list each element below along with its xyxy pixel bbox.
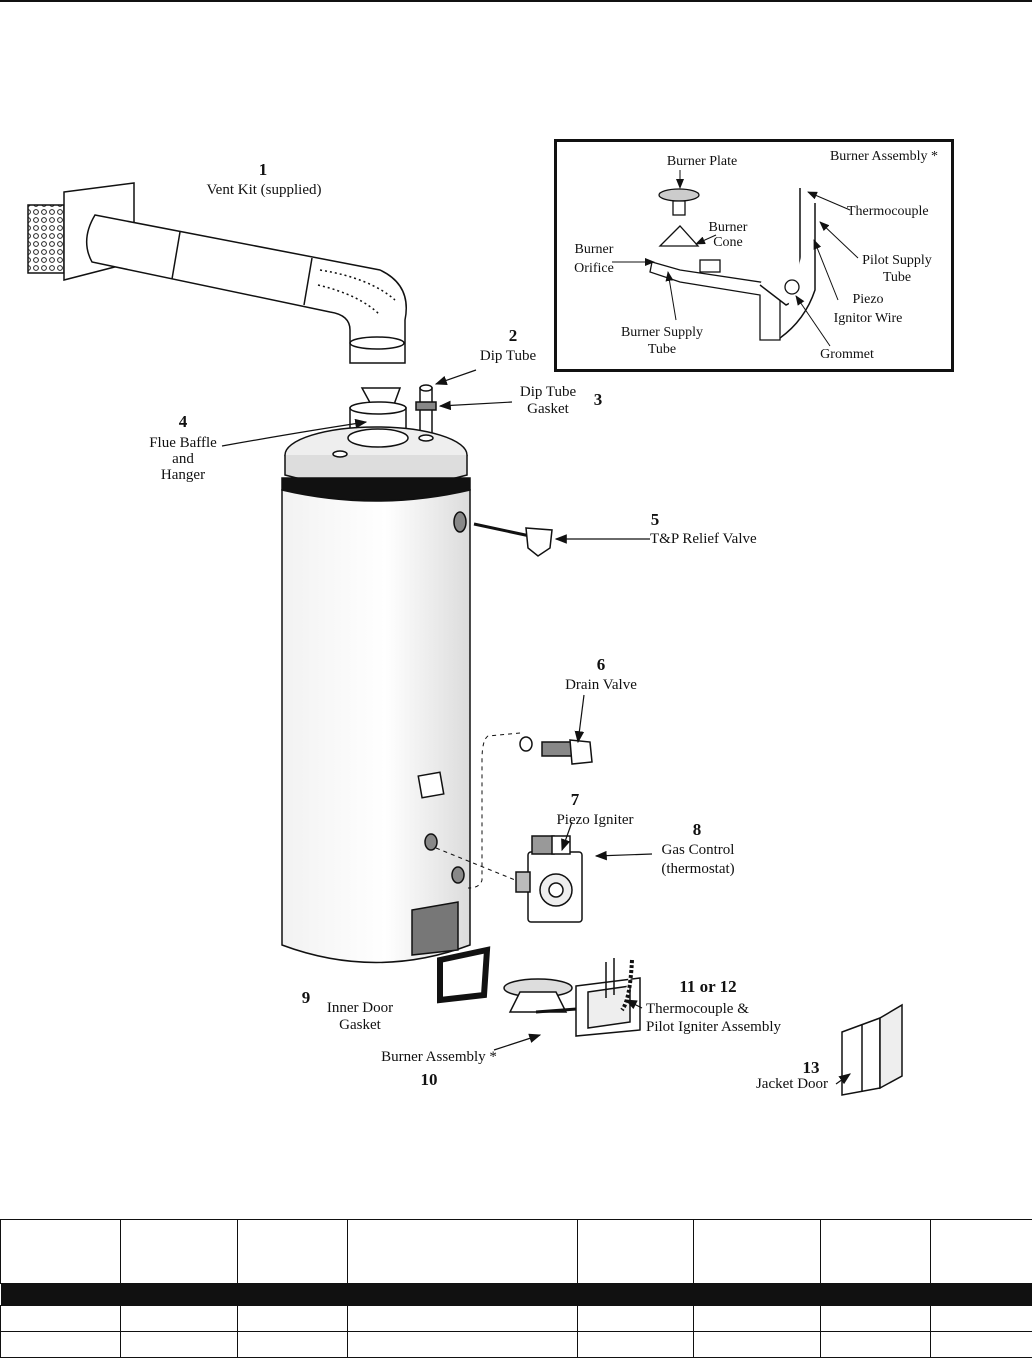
gas-control: [515, 835, 583, 923]
table-cell: [347, 1305, 578, 1332]
part-9-label-line1: Inner Door: [326, 1000, 394, 1016]
inset-grommet-label: Grommet: [820, 347, 874, 362]
part-4-label-line2: and: [172, 451, 194, 467]
inset-piezo-label-1: Piezo: [852, 292, 884, 307]
part-1-label: Vent Kit (supplied): [206, 182, 322, 198]
inset-burner-cone-label-1: Burner: [708, 220, 748, 235]
table-row: [0, 1331, 1032, 1358]
inner-door-gasket: [437, 946, 491, 1004]
table-cell: [237, 1331, 348, 1358]
table-cell: [930, 1331, 1032, 1358]
inset-burner-supply-label-2: Tube: [647, 342, 677, 357]
table-cell: [0, 1331, 121, 1358]
part-11-12-number: 11 or 12: [679, 977, 737, 996]
part-9-number: 9: [301, 988, 311, 1007]
inset-piezo-label-2: Ignitor Wire: [833, 311, 903, 326]
inset-burner-orifice-label-1: Burner: [574, 242, 614, 257]
part-3-label-line2: Gasket: [527, 401, 569, 417]
water-heater-exploded-diagram: [27, 170, 903, 1096]
inset-pilot-supply-label-2: Tube: [882, 270, 912, 285]
table-header-cell: [577, 1219, 694, 1284]
table-header-cell: [347, 1219, 578, 1284]
part-8-number: 8: [692, 820, 702, 839]
inset-burner-supply-label-1: Burner Supply: [620, 325, 704, 340]
part-2-label: Dip Tube: [479, 348, 537, 364]
top-rule: [0, 0, 1032, 2]
burner-assembly-inset: Burner Assembly * Burner Plate Burner Co…: [554, 139, 954, 372]
table-band-cell: [0, 1283, 1032, 1306]
vent-kit: [27, 182, 407, 364]
part-4-label-line1: Flue Baffle: [149, 435, 217, 451]
part-8-label-line1: Gas Control: [661, 842, 735, 858]
table-cell: [930, 1305, 1032, 1332]
inset-pilot-supply-label-1: Pilot Supply: [862, 253, 932, 268]
table-header-cell: [820, 1219, 931, 1284]
table-cell: [237, 1305, 348, 1332]
part-2-number: 2: [508, 326, 518, 345]
inset-burner-drawing: [649, 188, 816, 341]
table-cell: [347, 1331, 578, 1358]
part-6-label: Drain Valve: [565, 677, 637, 693]
part-5-number: 5: [650, 510, 660, 529]
part-4-number: 4: [178, 412, 188, 431]
table-cell: [820, 1305, 931, 1332]
table-cell: [0, 1305, 121, 1332]
parts-table: [0, 1219, 1032, 1358]
table-cell: [120, 1305, 238, 1332]
part-3-number: 3: [593, 390, 603, 409]
table-header-row: [0, 1219, 1032, 1284]
part-7-label: Piezo Igniter: [556, 812, 634, 828]
part-11-12-label-line1: Thermocouple &: [646, 1001, 749, 1017]
part-10-number: 10: [420, 1070, 438, 1089]
part-1-number: 1: [258, 160, 268, 179]
part-5-label: T&P Relief Valve: [650, 531, 757, 547]
part-6-number: 6: [596, 655, 606, 674]
table-header-cell: [693, 1219, 821, 1284]
table-section-band: [0, 1283, 1032, 1306]
table-header-cell: [120, 1219, 238, 1284]
burner-assembly: [503, 958, 641, 1037]
table-header-cell: [237, 1219, 348, 1284]
table-row: [0, 1305, 1032, 1332]
drain-valve: [519, 736, 593, 765]
table-cell: [693, 1305, 821, 1332]
part-8-label-line2: (thermostat): [661, 861, 735, 877]
inset-title: Burner Assembly *: [829, 149, 939, 164]
table-cell: [577, 1331, 694, 1358]
inset-burner-plate-label: Burner Plate: [666, 154, 738, 169]
part-7-number: 7: [570, 790, 580, 809]
tp-relief-valve: [473, 522, 553, 557]
table-cell: [820, 1331, 931, 1358]
part-13-number: 13: [802, 1058, 820, 1077]
table-header-cell: [930, 1219, 1032, 1284]
part-11-12-label-line2: Pilot Igniter Assembly: [646, 1019, 781, 1035]
part-3-label-line1: Dip Tube: [519, 384, 577, 400]
table-header-cell: [0, 1219, 121, 1284]
inset-burner-orifice-label-2: Orifice: [574, 261, 614, 276]
part-10-label: Burner Assembly *: [381, 1049, 497, 1065]
inset-burner-cone-label-2: Cone: [713, 235, 743, 250]
dip-tube: [415, 384, 437, 439]
part-9-label-line2: Gasket: [339, 1017, 381, 1033]
inset-thermocouple-label: Thermocouple: [847, 204, 929, 219]
part-13-label: Jacket Door: [755, 1076, 829, 1092]
table-cell: [693, 1331, 821, 1358]
table-cell: [577, 1305, 694, 1332]
table-cell: [120, 1331, 238, 1358]
part-4-label-line3: Hanger: [160, 467, 206, 483]
jacket-door: [841, 1003, 903, 1096]
water-heater-tank: [281, 426, 471, 964]
